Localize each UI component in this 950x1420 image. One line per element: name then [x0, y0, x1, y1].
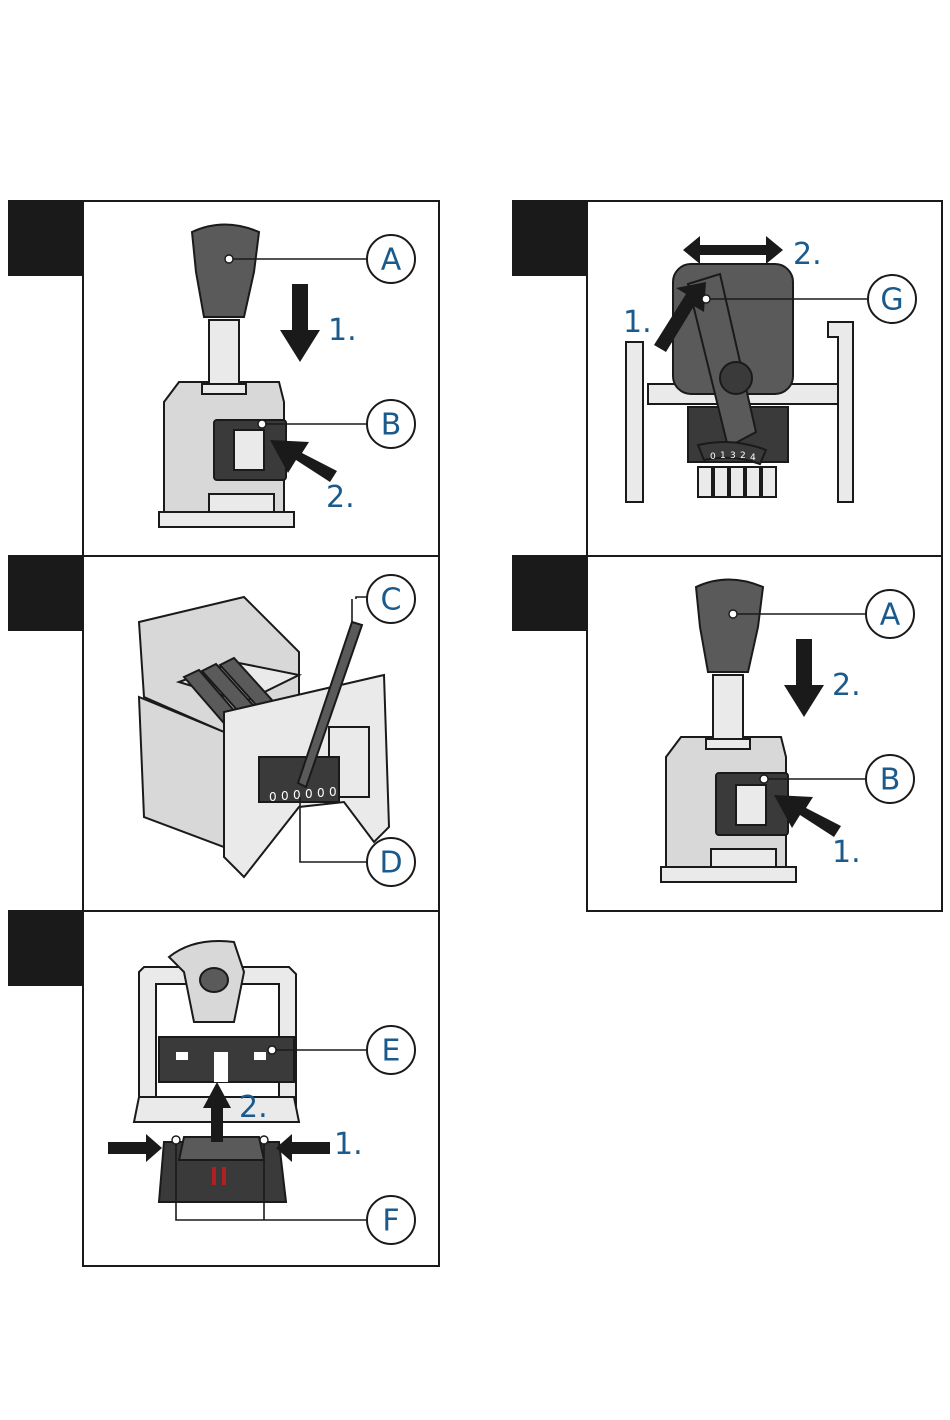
counter-wheels	[698, 467, 776, 497]
panel-3: 0 0 0 0 0 0 C D	[82, 555, 440, 912]
dial-digit-0: 0	[710, 452, 716, 462]
step-1-label: 1.	[328, 313, 357, 348]
step-2-label: 2.	[832, 668, 861, 703]
panel-tab-4	[512, 555, 588, 631]
dial-adjust-illustration: 0 1 3 2 4 G 2. 1.	[588, 202, 945, 559]
stamp-press-illustration-2: A B 2. 1.	[588, 557, 945, 914]
panel-2: 0 1 3 2 4 G 2. 1.	[586, 200, 943, 557]
counter-digit-5: 0	[329, 785, 337, 799]
dial-digit-2: 3	[730, 451, 736, 461]
step-1-label: 1.	[832, 835, 861, 870]
callout-A-label: A	[381, 243, 402, 278]
callout-A-label: A	[880, 598, 901, 633]
step-2-label: 2.	[239, 1090, 268, 1125]
callout-B-label: B	[880, 763, 901, 798]
panel-1: A B 1. 2.	[82, 200, 440, 557]
callout-E-label: E	[382, 1034, 401, 1069]
callout-D-label: D	[379, 846, 402, 881]
callout-G-label: G	[880, 283, 903, 318]
stamp-press-illustration: A B 1. 2.	[84, 202, 442, 559]
step-2-label: 2.	[326, 480, 355, 515]
counter-digit-4: 0	[317, 786, 325, 800]
callout-F-label: F	[382, 1204, 399, 1239]
counter-digit-1: 0	[281, 789, 289, 803]
dial-digit-1: 1	[720, 451, 726, 461]
ink-pad-removal-illustration: E F 2. 1.	[84, 912, 442, 1269]
panel-tab-3	[8, 555, 84, 631]
dial-digit-3: 2	[740, 451, 746, 461]
panel-5: E F 2. 1.	[82, 910, 440, 1267]
panel-4: A B 2. 1.	[586, 555, 943, 912]
panel-tab-5	[8, 910, 84, 986]
step-2-label: 2.	[793, 237, 822, 272]
counter-digit-0: 0	[269, 790, 277, 804]
dial-digit-4: 4	[750, 453, 756, 463]
step-1-label: 1.	[623, 305, 652, 340]
callout-B-label: B	[381, 408, 402, 443]
callout-C-label: C	[381, 583, 402, 618]
counter-digit-3: 0	[305, 787, 313, 801]
panel-tab-1	[8, 200, 84, 276]
step-1-label: 1.	[334, 1127, 363, 1162]
counter-reset-illustration: 0 0 0 0 0 0 C D	[84, 557, 442, 914]
panel-tab-2	[512, 200, 588, 276]
